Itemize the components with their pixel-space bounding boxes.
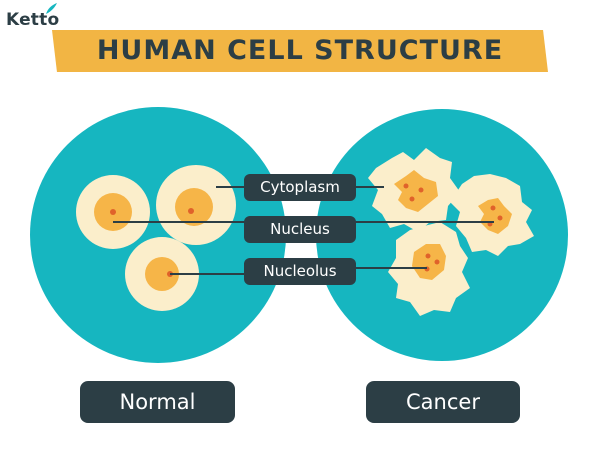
nucleus-label: Nucleus [244,216,356,243]
normal-panel-circle [30,107,286,363]
logo-text: Ketto [6,10,60,30]
normal-cell-3 [125,237,199,311]
nucleolus-label: Nucleolus [244,258,356,285]
leaf-icon [46,3,57,14]
cytoplasm-label: Cytoplasm [244,174,356,201]
page-title: HUMAN CELL STRUCTURE [96,35,504,66]
cancer-cell-2 [450,174,534,256]
normal-cell-2 [156,165,236,245]
cancer-cell-3 [388,222,470,316]
ketto-logo: Ketto [6,10,59,30]
normal-label: Normal [80,381,235,423]
connector-lines [113,186,494,275]
title-banner [52,30,548,72]
cancer-cell-1 [368,148,460,232]
cancer-label: Cancer [366,381,520,423]
normal-cell-1 [76,175,150,249]
